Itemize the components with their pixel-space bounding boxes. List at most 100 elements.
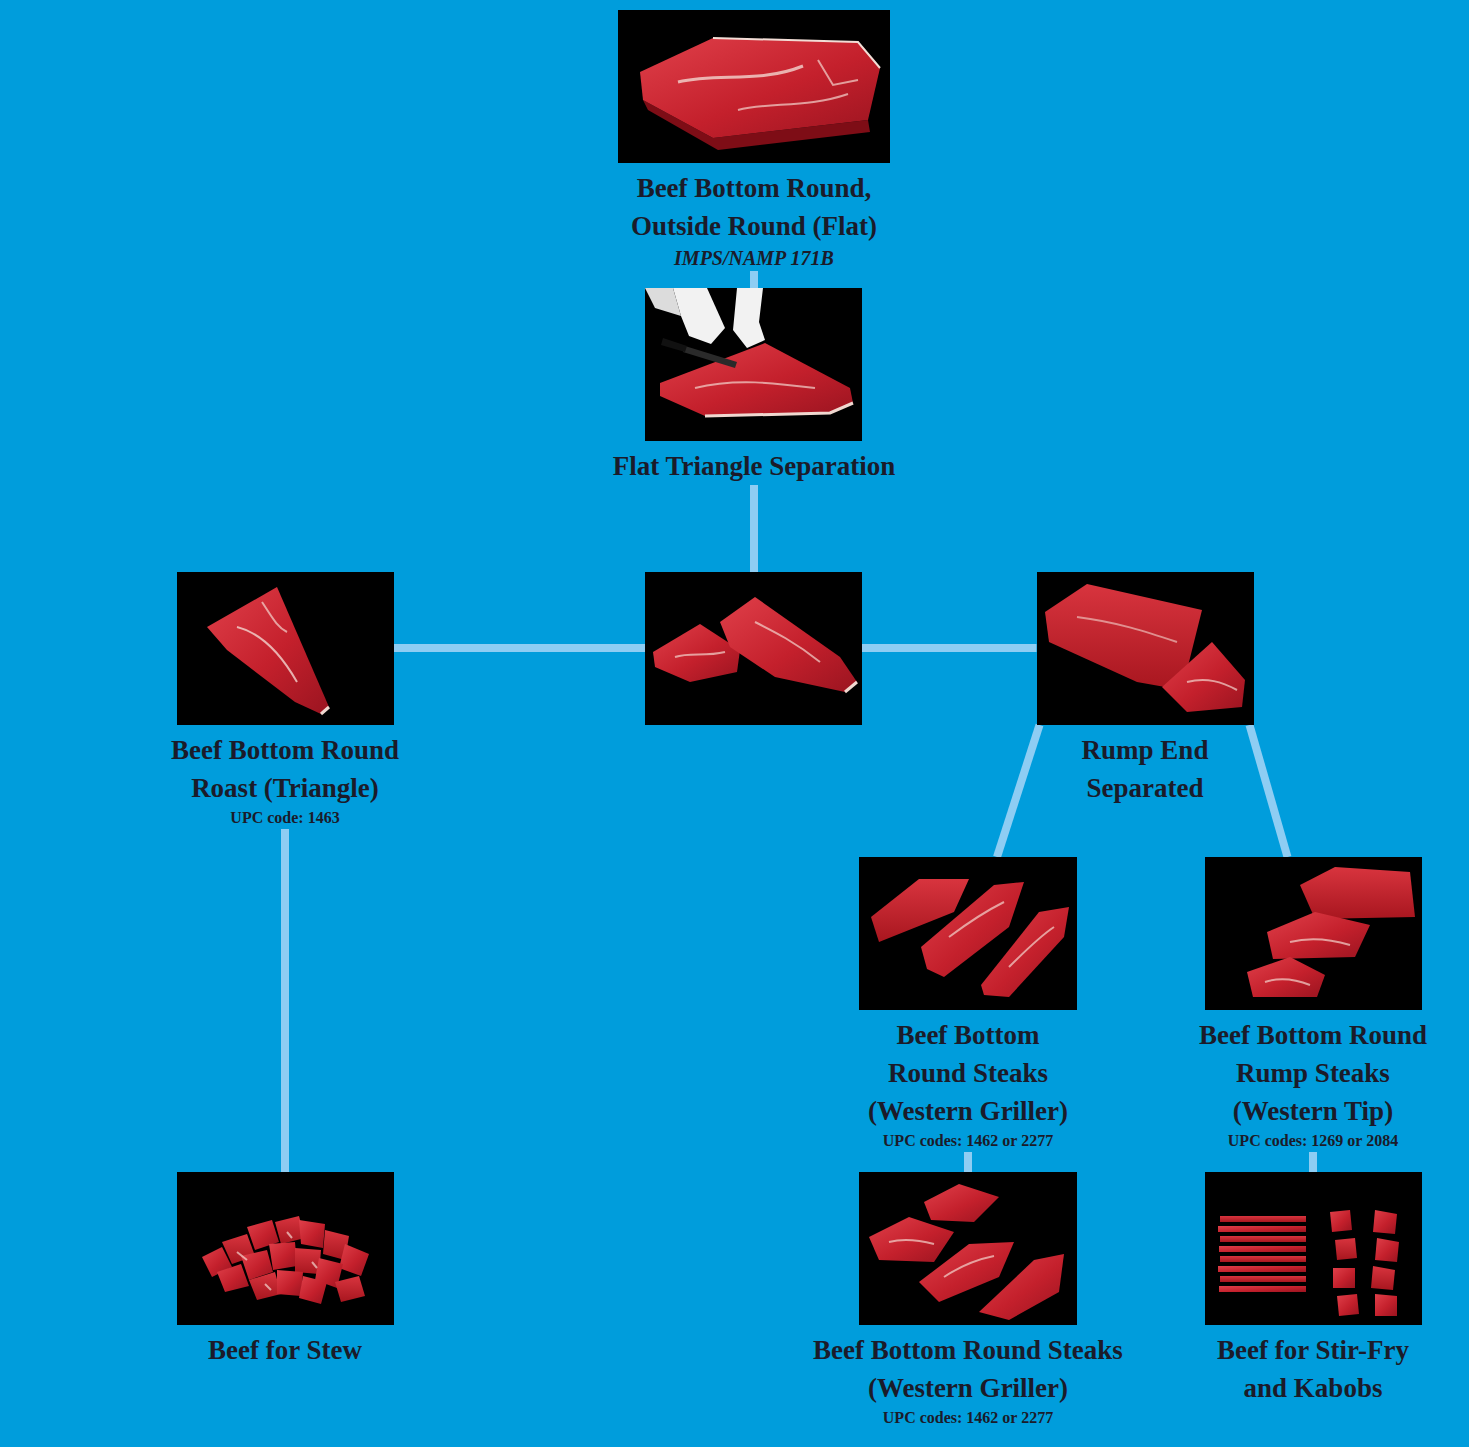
photo-stew-cubes-shape [299,1276,327,1304]
photo-frame [177,572,394,725]
photo-stew-cubes-shape [269,1242,297,1270]
photo-griller-steaks-shape [981,907,1069,997]
photo-stirfry-kabobs-shape [1220,1236,1306,1242]
cut-connector [750,271,758,288]
photo-tip-steaks-shape [1205,857,1422,1010]
cut-node: Beef for Stir-Fry and Kabobs [1193,1172,1433,1407]
photo-stirfry-kabobs-shape [1218,1226,1306,1232]
cut-connector [997,725,1040,857]
cut-name: Beef for Stir-Fry and Kabobs [1193,1331,1433,1407]
photo-flat-shape [618,10,890,163]
photo-tip-steaks-shape [1267,912,1370,959]
cut-label: Beef Bottom Round Rump Steaks (Western T… [1188,1016,1438,1152]
photo-stew-cubes-shape [299,1220,325,1248]
photo-stirfry-kabobs-shape [1220,1216,1306,1222]
cut-code: UPC codes: 1269 or 2084 [1188,1130,1438,1152]
photo-rump-end [1037,572,1254,725]
photo-tip-steaks-shape [1290,939,1350,945]
photo-rump-end-shape [1162,642,1245,712]
photo-frame [1037,572,1254,725]
photo-griller-steaks-shape [949,902,1004,937]
cut-code: UPC code: 1463 [150,807,420,829]
cut-label: Beef for Stir-Fry and Kabobs [1193,1331,1433,1407]
cut-name: Rump End Separated [1037,731,1254,807]
photo-split-pieces-shape [645,572,862,725]
cut-name: Beef Bottom Round Steaks (Western Grille… [856,1016,1081,1130]
photo-separation [645,288,862,441]
photo-frame [1205,857,1422,1010]
cut-node: Beef Bottom Round Rump Steaks (Western T… [1188,857,1438,1152]
photo-stirfry-kabobs-shape [1219,1286,1306,1292]
cut-connector [1309,1152,1317,1172]
photo-frame [646,288,863,441]
photo-triangle-roast-shape [321,707,329,714]
photo-split-pieces-shape [755,622,820,662]
photo-stirfry-kabobs-shape [1373,1210,1397,1234]
cut-code: UPC codes: 1462 or 2277 [856,1130,1081,1152]
photo-frame [177,1172,394,1325]
cut-name: Beef Bottom Round Rump Steaks (Western T… [1188,1016,1438,1130]
photo-stew-cubes-shape [249,1272,281,1300]
photo-split-pieces [645,572,862,725]
photo-frame [859,1172,1077,1325]
cut-name: Flat Triangle Separation [564,447,944,485]
photo-tip-steaks-shape [1265,979,1310,985]
photo-flat [618,10,890,163]
photo-flat-shape [738,94,848,110]
cut-node: Beef Bottom Round Roast (Triangle)UPC co… [150,572,420,829]
photo-griller-portions-shape [889,1240,934,1244]
cut-label: Beef Bottom Round Roast (Triangle)UPC co… [150,731,420,829]
photo-separation-shape [645,288,681,316]
photo-griller-portions-shape [924,1184,999,1222]
photo-stirfry-kabobs-shape [1205,1172,1422,1325]
cut-connector [281,829,289,1172]
photo-split-pieces-shape [675,652,725,657]
photo-stirfry-kabobs-shape [1375,1294,1397,1316]
photo-griller-steaks-shape [859,857,1077,1010]
photo-tip-steaks [1205,857,1422,1010]
cut-label: Rump End Separated [1037,731,1254,807]
photo-flat-shape [678,66,803,82]
photo-tip-steaks-shape [1300,867,1415,919]
cut-label: Beef Bottom Round, Outside Round (Flat)I… [604,169,904,271]
cut-name: Beef Bottom Round, Outside Round (Flat) [604,169,904,245]
cut-node: Beef Bottom Round Steaks (Western Grille… [856,857,1081,1152]
photo-griller-steaks-shape [1009,927,1054,967]
photo-separation-shape [661,338,687,352]
photo-stirfry-kabobs [1205,1172,1422,1325]
photo-griller-steaks [859,857,1077,1010]
photo-separation-shape [683,346,737,368]
cut-label: Beef Bottom Round Steaks (Western Grille… [856,1016,1081,1152]
photo-stirfry-kabobs-shape [1218,1266,1306,1272]
photo-stew-cubes-shape [217,1264,249,1292]
photo-separation-shape [673,288,725,344]
photo-tip-steaks-shape [1247,957,1325,997]
cut-node: Beef for Stew [155,1172,415,1369]
photo-griller-portions-shape [979,1254,1064,1320]
cut-node: Rump End Separated [1037,572,1254,807]
cut-label: Flat Triangle Separation [564,447,944,485]
photo-stirfry-kabobs-shape [1330,1210,1352,1232]
photo-separation-shape [705,403,853,416]
photo-stew-cubes-shape [277,1270,303,1296]
cut-code: IMPS/NAMP 171B [604,245,904,271]
cut-connector [1250,725,1288,857]
photo-stew-cubes-shape [339,1244,369,1276]
photo-separation-shape [645,288,862,441]
photo-stirfry-kabobs-shape [1335,1238,1357,1260]
photo-stew-cubes-shape [335,1276,365,1302]
photo-flat-shape [818,60,858,85]
photo-rump-end-shape [1077,617,1177,642]
cut-label: Beef Bottom Round Steaks (Western Grille… [798,1331,1138,1429]
photo-stirfry-kabobs-shape [1371,1266,1395,1290]
photo-frame [859,857,1077,1010]
photo-separation-shape [660,343,853,416]
photo-stirfry-kabobs-shape [1375,1238,1399,1262]
photo-triangle-roast-shape [207,587,329,714]
photo-stirfry-kabobs-shape [1337,1294,1359,1316]
photo-griller-portions-shape [944,1256,994,1277]
photo-stirfry-kabobs-shape [1219,1246,1306,1252]
photo-griller-portions-shape [869,1217,954,1262]
photo-triangle-roast-shape [237,627,297,682]
